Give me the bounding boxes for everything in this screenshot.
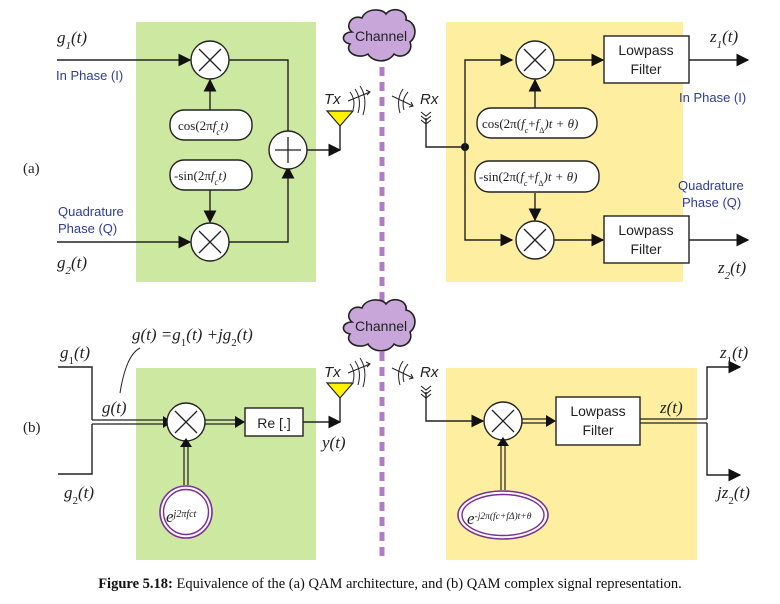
- rx-i-branch: [464, 53, 514, 147]
- svg-text:Filter: Filter: [630, 61, 661, 77]
- rx-q-branch: [464, 147, 514, 247]
- g-combined-label: g(t): [102, 398, 127, 417]
- lowpass-filter-i: Lowpass Filter: [603, 35, 690, 84]
- svg-text:cos(2πfct): cos(2πfct): [178, 118, 228, 137]
- svg-text:-sin(2πfct): -sin(2πfct): [174, 168, 226, 187]
- re-arrowhead: [235, 416, 245, 428]
- z1-output-line-b: [706, 360, 742, 419]
- lowpass-filter-q: Lowpass Filter: [603, 215, 690, 264]
- multiplier-i-rx: [515, 40, 555, 80]
- rx-feed-b: [425, 392, 485, 428]
- rx-wave-icon-a: [391, 88, 414, 114]
- z-label: z(t): [659, 398, 683, 417]
- rx-sin-carrier-box: -sin(2π(fc+fΔ)t + θ): [474, 160, 600, 193]
- figure-number: Figure 5.18:: [98, 576, 173, 592]
- g2-input-line-b: [58, 424, 93, 475]
- real-part-box: Re [.]: [244, 407, 304, 437]
- svg-text:e-j2π(fc+fΔ)t+θ: e-j2π(fc+fΔ)t+θ: [467, 509, 532, 528]
- i-to-adder-line: [229, 59, 289, 133]
- rx-osc-arrowhead: [497, 437, 509, 446]
- g2-label-a: g2(t): [57, 253, 87, 277]
- out-in-phase-label: In Phase (I): [679, 90, 746, 105]
- tx-panel-b: [136, 368, 316, 560]
- svg-text:Filter: Filter: [582, 422, 613, 438]
- channel-label-b: Channel: [355, 318, 407, 334]
- rx-oscillator: e-j2π(fc+fΔ)t+θ: [457, 490, 549, 540]
- g1-label-b: g1(t): [60, 343, 90, 367]
- svg-text:Lowpass: Lowpass: [618, 42, 673, 58]
- tx-label-a: Tx: [324, 91, 341, 108]
- svg-text:Re [.]: Re [.]: [257, 415, 290, 431]
- tx-oscillator: ej2πfct: [159, 485, 213, 539]
- rx-label-b: Rx: [420, 364, 439, 381]
- multiplier-rx-b: [483, 401, 523, 441]
- multiplier-tx-b: [166, 402, 206, 442]
- rx-wave-icon-b: [391, 360, 414, 386]
- tx-antenna-b: [325, 382, 355, 399]
- sin-carrier-box: -sin(2πfct): [169, 159, 253, 191]
- lowpass-filter-b: Lowpass Filter: [555, 396, 641, 446]
- caption-text: Equivalence of the (a) QAM architecture,…: [172, 576, 682, 592]
- panel-a-label: (a): [23, 161, 40, 177]
- figure-caption: Figure 5.18: Equivalence of the (a) QAM …: [0, 576, 780, 593]
- svg-text:Filter: Filter: [630, 241, 661, 257]
- svg-text:-sin(2π(fc+fΔ)t + θ): -sin(2π(fc+fΔ)t + θ): [479, 169, 577, 188]
- equation-label: g(t) =g1(t) +jg2(t): [132, 325, 253, 349]
- cos-carrier-box: cos(2πfct): [169, 109, 253, 141]
- z1-label-b: z1(t): [719, 343, 749, 367]
- svg-text:cos(2π(fc+fΔ)t + θ): cos(2π(fc+fΔ)t + θ): [482, 116, 578, 135]
- tx-antenna-a: [325, 110, 355, 127]
- tx-wave-icon-a: [347, 85, 371, 116]
- multiplier-i-tx: [190, 40, 230, 80]
- tx-label-b: Tx: [324, 364, 341, 381]
- tx-wave-icon-b: [347, 357, 371, 388]
- channel-cloud-b: Channel: [342, 298, 416, 352]
- svg-text:Lowpass: Lowpass: [618, 222, 673, 238]
- out-quadrature-line2: Phase (Q): [682, 195, 741, 210]
- g2-label-b: g2(t): [64, 483, 94, 507]
- out-quadrature-line1: Quadrature: [678, 178, 744, 193]
- quadrature-label-line2: Phase (Q): [58, 221, 117, 236]
- channel-label-a: Channel: [355, 28, 407, 44]
- q-to-adder-line: [229, 165, 295, 243]
- svg-text:Lowpass: Lowpass: [570, 403, 625, 419]
- z1-label-a: z1(t): [709, 27, 739, 51]
- channel-cloud-a: Channel: [342, 8, 416, 62]
- lpf-arrowhead-b: [546, 415, 556, 427]
- equation-leader: [119, 347, 141, 394]
- g1-input-line-b: [58, 366, 93, 420]
- in-phase-label: In Phase (I): [56, 68, 123, 83]
- svg-text:ej2πfct: ej2πfct: [166, 507, 197, 526]
- adder: [268, 130, 308, 170]
- z2-label-a: z2(t): [717, 258, 747, 282]
- osc-arrowhead: [180, 438, 192, 447]
- rx-label-a: Rx: [420, 91, 439, 108]
- rx-feed-a: [425, 118, 465, 148]
- jz2-label-b: jz2(t): [715, 483, 750, 507]
- quadrature-label-line1: Quadrature: [58, 204, 124, 219]
- panel-b-label: (b): [23, 420, 41, 436]
- y-label: y(t): [320, 433, 346, 452]
- multiplier-q-tx: [190, 222, 230, 262]
- rx-cos-carrier-box: cos(2π(fc+fΔ)t + θ): [476, 107, 598, 139]
- g1-label-a: g1(t): [57, 28, 87, 52]
- z2-output-line-b: [706, 423, 742, 482]
- multiplier-q-rx: [515, 220, 555, 260]
